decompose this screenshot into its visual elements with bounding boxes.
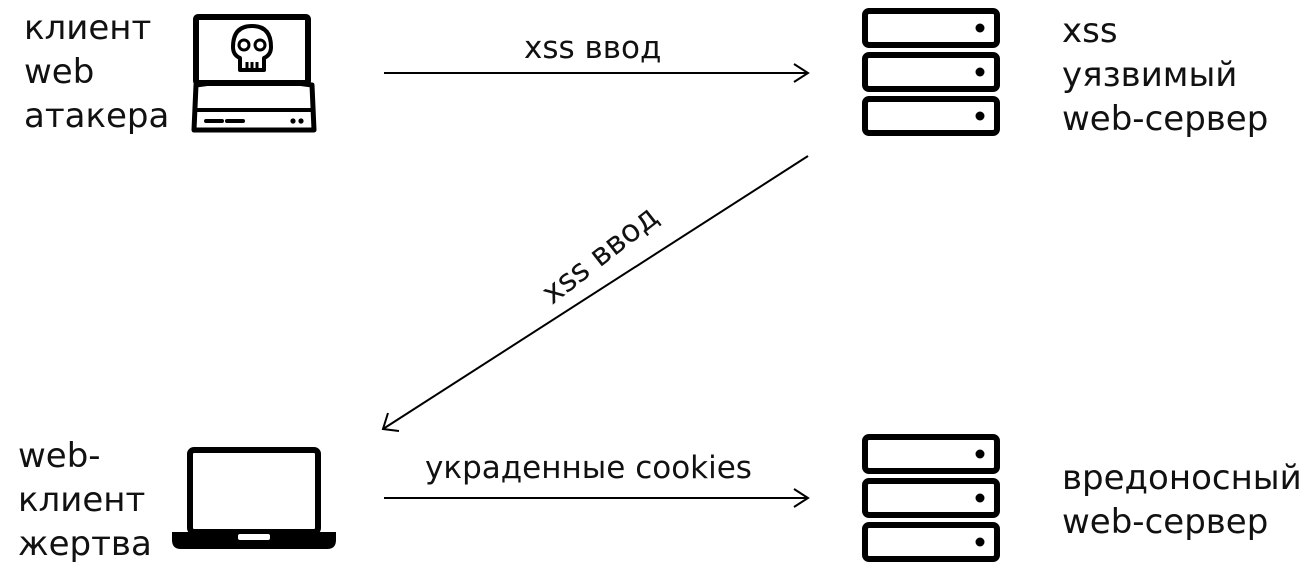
edge-label-stolen-cookies: украденные cookies (425, 450, 752, 486)
laptop-icon (172, 447, 336, 549)
label-line: web-сервер (1062, 502, 1269, 542)
arrow-attacker-to-server (384, 63, 810, 83)
label-line: вредоносный (1062, 458, 1302, 498)
attacker-client-label: клиент web атакера (24, 6, 169, 138)
label-line: клиент (24, 8, 152, 48)
attacker-laptop-skull-icon (191, 14, 317, 133)
arrow-server-to-victim (381, 155, 809, 432)
malicious-server-label: вредоносный web-сервер (1062, 456, 1302, 544)
label-line: web-сервер (1062, 99, 1269, 139)
label-line: уязвимый (1062, 55, 1238, 95)
label-line: web (24, 52, 95, 92)
label-line: web- (18, 436, 101, 476)
arrow-victim-to-malicious (384, 488, 810, 508)
label-line: жертва (18, 524, 152, 564)
server-stack-icon (862, 434, 1000, 562)
label-line: xss (1062, 11, 1118, 51)
edge-label-xss-input-top: xss ввод (524, 30, 662, 66)
server-stack-icon (862, 8, 1000, 136)
label-line: атакера (24, 96, 170, 136)
vulnerable-server-label: xss уязвимый web-сервер (1062, 9, 1268, 141)
victim-client-label: web- клиент жертва (18, 434, 152, 566)
label-line: клиент (18, 480, 146, 520)
